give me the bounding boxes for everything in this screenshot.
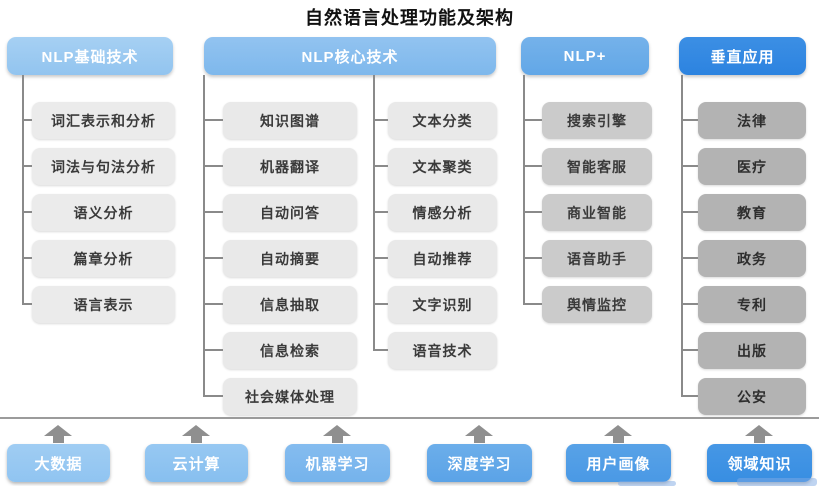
foundation-box-big-data: 大数据 (7, 444, 110, 482)
diagram-title: 自然语言处理功能及架构 (305, 8, 514, 28)
node-box: 信息抽取 (203, 286, 357, 323)
connector-line-col3 (523, 75, 525, 304)
node-box: 自动问答 (203, 194, 357, 231)
node-box: 专利 (681, 286, 806, 323)
node-box: 自动推荐 (373, 240, 497, 277)
node-box: 情感分析 (373, 194, 497, 231)
node-box: 搜索引擎 (523, 102, 652, 139)
node-box: 自动摘要 (203, 240, 357, 277)
node-box: 智能客服 (523, 148, 652, 185)
node-box: 文字识别 (373, 286, 497, 323)
foundation-box-domain-knowledge: 领域知识 (707, 444, 812, 482)
up-arrow-icon (465, 425, 493, 443)
node-box: 出版 (681, 332, 806, 369)
node-box: 政务 (681, 240, 806, 277)
up-arrow-icon (44, 425, 72, 443)
connector-line-col1 (22, 75, 24, 304)
node-box: 公安 (681, 378, 806, 415)
node-box: 法律 (681, 102, 806, 139)
foundation-box-user-profile: 用户画像 (566, 444, 671, 482)
up-arrow-icon (745, 425, 773, 443)
node-box: 语音技术 (373, 332, 497, 369)
connector-line-col2a (203, 75, 205, 396)
watermark-fragment (737, 478, 817, 486)
node-box: 语言表示 (22, 286, 175, 323)
column-header-nlp-core: NLP核心技术 (204, 37, 496, 75)
node-box: 词法与句法分析 (22, 148, 175, 185)
column-header-vertical-apps: 垂直应用 (679, 37, 806, 75)
column-header-nlp-plus: NLP+ (521, 37, 649, 75)
node-box: 词汇表示和分析 (22, 102, 175, 139)
node-box: 知识图谱 (203, 102, 357, 139)
up-arrow-icon (182, 425, 210, 443)
node-box: 文本聚类 (373, 148, 497, 185)
node-box: 医疗 (681, 148, 806, 185)
node-box: 语义分析 (22, 194, 175, 231)
node-box: 信息检索 (203, 332, 357, 369)
foundation-box-cloud-computing: 云计算 (145, 444, 248, 482)
up-arrow-icon (604, 425, 632, 443)
node-box: 篇章分析 (22, 240, 175, 277)
column-header-nlp-basic: NLP基础技术 (7, 37, 173, 75)
node-box: 教育 (681, 194, 806, 231)
node-box: 社会媒体处理 (203, 378, 357, 415)
watermark-fragment (618, 481, 676, 486)
node-box: 舆情监控 (523, 286, 652, 323)
node-box: 商业智能 (523, 194, 652, 231)
up-arrow-icon (323, 425, 351, 443)
connector-line-col4 (681, 75, 683, 396)
foundation-box-machine-learning: 机器学习 (285, 444, 390, 482)
foundation-box-deep-learning: 深度学习 (427, 444, 532, 482)
node-box: 语音助手 (523, 240, 652, 277)
node-box: 机器翻译 (203, 148, 357, 185)
divider-line (0, 417, 819, 419)
node-box: 文本分类 (373, 102, 497, 139)
